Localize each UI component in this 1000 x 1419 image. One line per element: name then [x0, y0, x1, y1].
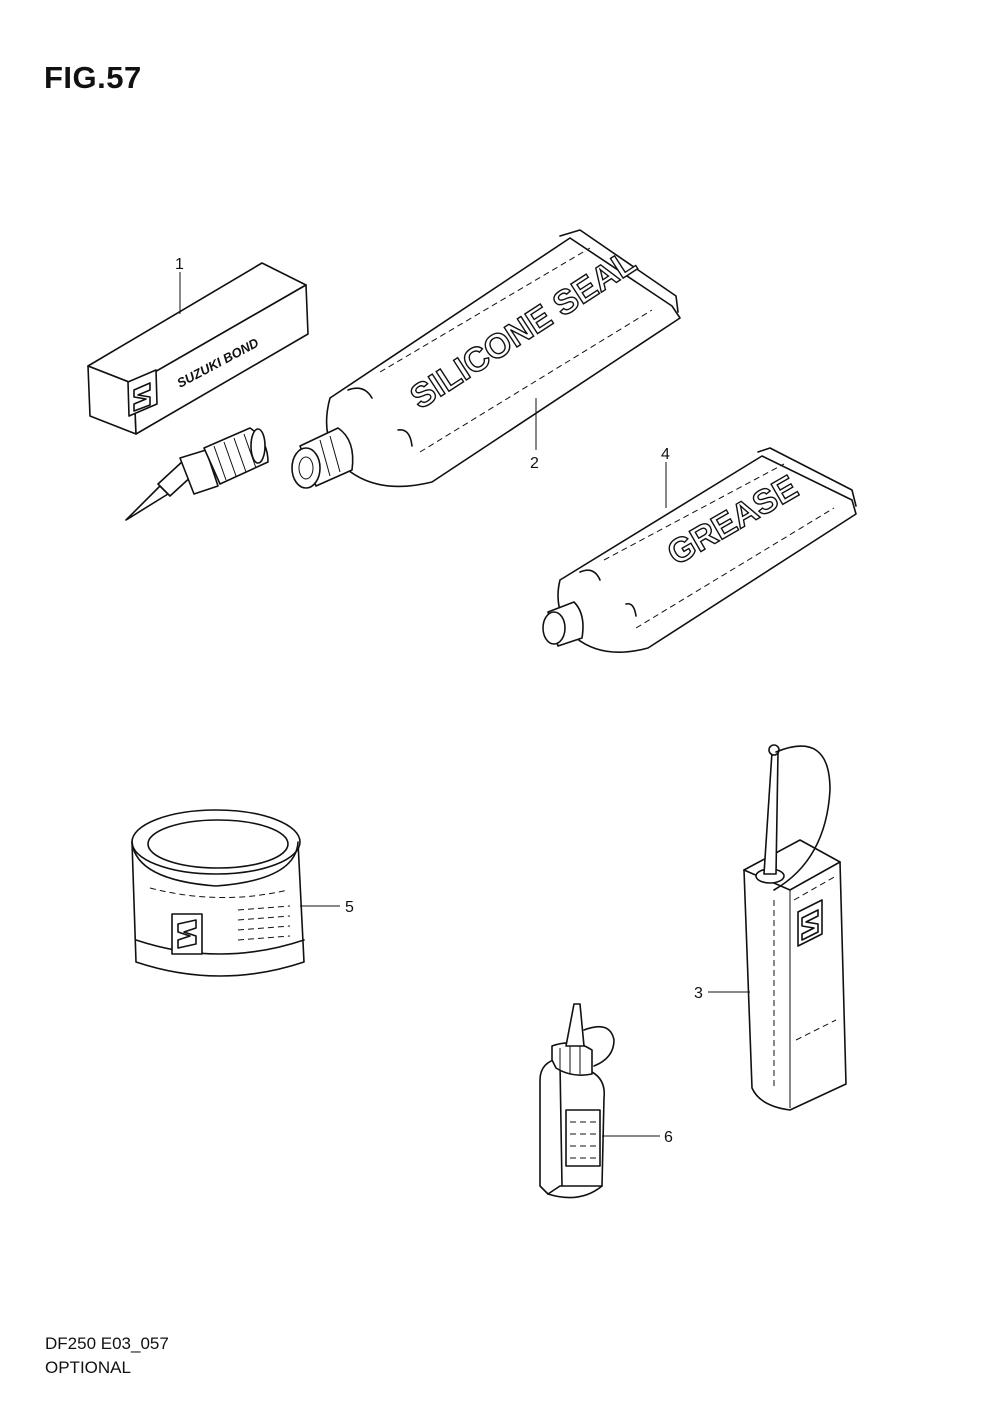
grease-tube-body — [557, 455, 857, 654]
bond-box-front — [133, 284, 309, 435]
part-6-callout: 6 — [664, 1129, 673, 1146]
seal-tube-crimp — [559, 229, 679, 313]
part-5-tin[interactable]: 5 — [131, 809, 354, 977]
bond-nozzle — [125, 427, 269, 521]
part-3-oil-can[interactable]: 3 — [694, 744, 847, 1111]
part-2-callout: 2 — [530, 455, 539, 472]
suzuki-logo-icon — [127, 369, 158, 417]
footer-section-name: OPTIONAL — [45, 1358, 131, 1377]
seal-tube-body — [325, 237, 681, 488]
bottle-cap — [551, 1042, 593, 1076]
part-5-callout: 5 — [345, 899, 354, 916]
grease-tube-crimp — [757, 447, 857, 507]
part-3-callout: 3 — [694, 985, 703, 1002]
figure-title: FIG.57 — [44, 60, 142, 95]
part-4-callout: 4 — [661, 446, 670, 463]
footer-model-code: DF250 E03_057 — [45, 1334, 169, 1353]
suzuki-logo-icon — [797, 899, 823, 947]
bottle-label — [565, 1109, 601, 1167]
part-1-suzuki-bond[interactable]: SUZUKI BOND 1 — [87, 256, 309, 521]
suzuki-logo-icon — [171, 913, 203, 955]
bottle-nozzle — [565, 1003, 585, 1047]
part-1-callout: 1 — [175, 256, 184, 273]
part-6-bottle[interactable]: 6 — [539, 1003, 673, 1199]
part-2-silicone-seal[interactable]: SILICONE SEAL 2 — [291, 229, 681, 489]
part-4-grease[interactable]: GREASE 4 — [542, 446, 857, 654]
oil-can-spout — [763, 751, 779, 875]
